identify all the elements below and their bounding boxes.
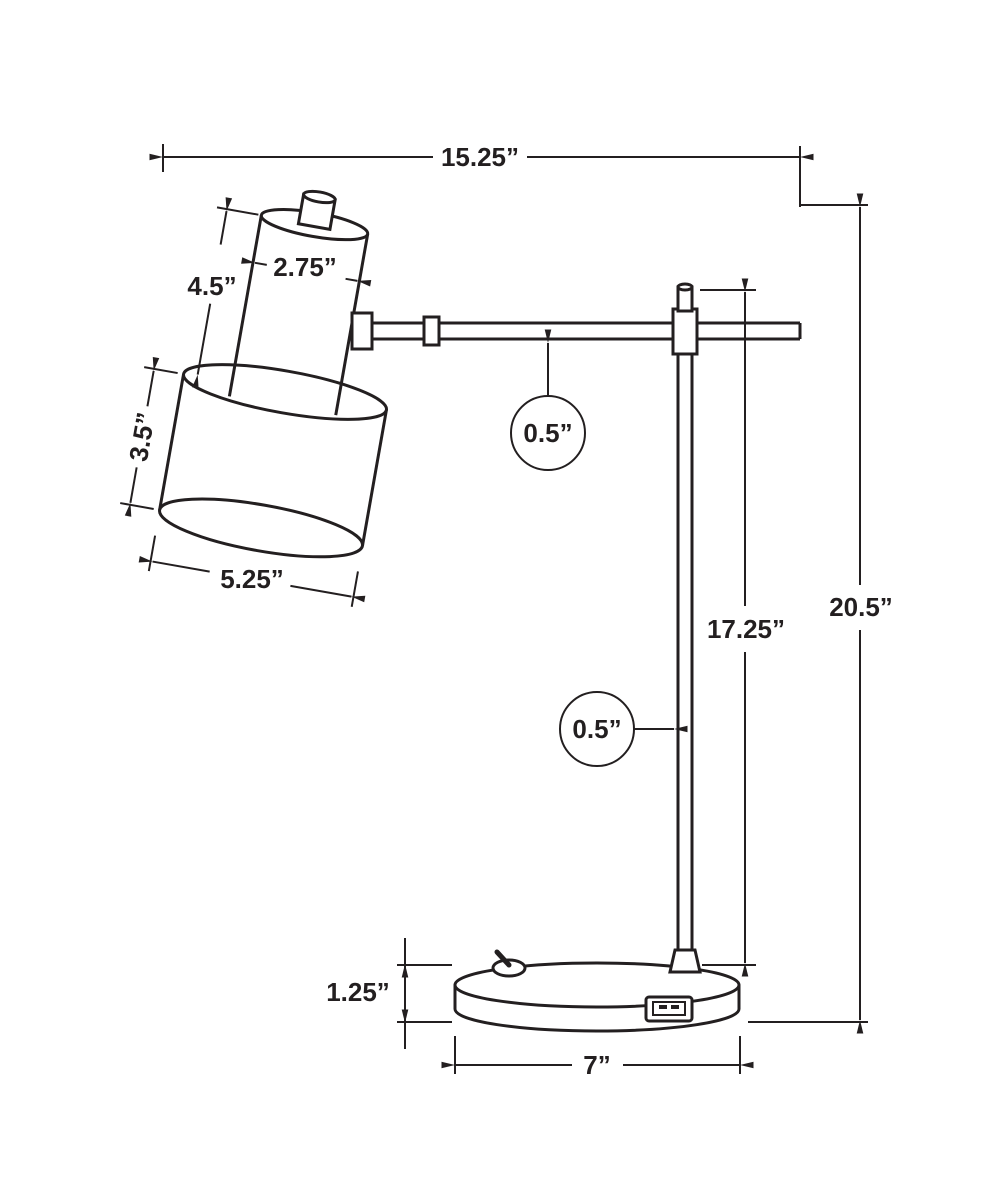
callout-pole-thickness — [559, 691, 688, 767]
lamp-head — [158, 189, 389, 559]
callout-circle — [510, 395, 586, 471]
ext-line — [120, 502, 154, 510]
ext-line — [350, 571, 359, 608]
usb-pin-right — [671, 1005, 679, 1009]
callout-arm-thickness — [510, 329, 586, 471]
usb-socket — [652, 1001, 686, 1016]
lamp-pole — [668, 282, 702, 974]
dim-base-height — [397, 938, 452, 1049]
base-bottom-arc — [453, 1008, 741, 1033]
dim-line — [219, 197, 233, 245]
dim-line — [146, 357, 160, 407]
dim-label-arm-diameter: 0.5” — [523, 418, 572, 448]
usb-port — [644, 995, 694, 1023]
dim-label-base-diameter: 7” — [583, 1050, 610, 1080]
dim-label-pole-height: 17.25” — [707, 614, 785, 644]
dim-shade-height: 3.5” — [120, 357, 178, 517]
shade-top-rim — [181, 363, 389, 421]
dim-line — [124, 467, 138, 517]
power-switch — [491, 949, 527, 978]
dim-line — [345, 277, 372, 287]
pole-shaft — [676, 350, 694, 966]
ext-line — [147, 535, 157, 572]
dim-overall-height — [748, 193, 868, 1034]
ext-line — [216, 206, 259, 216]
dim-label-head-diameter: 2.75” — [273, 252, 337, 282]
usb-pin-left — [659, 1005, 667, 1009]
arm-hinge — [350, 311, 374, 351]
dim-pole-height — [700, 278, 756, 977]
dim-head-diameter — [241, 257, 372, 287]
dim-shade-diameter — [138, 535, 366, 608]
dim-label-overall-width: 15.25” — [441, 142, 519, 172]
dim-label-pole-diameter: 0.5” — [572, 714, 621, 744]
dimension-labels: 15.25” 4.5” 2.75” 5.25” 0.5” 0.5” 17.25”… — [187, 142, 892, 1080]
tilted-dimensions: 3.5” — [120, 197, 372, 608]
dim-head-height — [192, 197, 259, 389]
dimensions: 3.5” — [120, 144, 868, 1074]
pole-base-collar — [668, 948, 702, 974]
lamp-base — [453, 949, 741, 1033]
arm-sleeve — [422, 315, 441, 347]
ext-line — [143, 366, 178, 375]
dim-label-head-height: 4.5” — [187, 271, 236, 301]
pole-collar — [671, 307, 699, 356]
dim-label-overall-height: 20.5” — [829, 592, 893, 622]
dim-line — [290, 584, 366, 603]
head-wall-left — [227, 214, 263, 397]
dim-overall-width — [149, 144, 814, 207]
dim-label-shade-height: 3.5” — [123, 410, 161, 464]
lamp-drawing — [158, 189, 802, 1033]
dim-line — [192, 303, 212, 389]
head-knob-cap — [302, 189, 337, 205]
lamp-arm — [350, 311, 802, 351]
shade-wall-left — [158, 373, 186, 511]
dim-line — [138, 555, 210, 573]
dim-label-shade-diameter: 5.25” — [220, 564, 284, 594]
pole-cap-top — [676, 282, 694, 292]
callout-circle — [559, 691, 635, 767]
dim-label-base-height: 1.25” — [326, 977, 390, 1007]
shade-wall-right — [360, 409, 388, 547]
dim-base-diameter — [441, 1036, 754, 1074]
switch-base — [491, 958, 527, 978]
shade-bottom-rim — [158, 497, 365, 559]
switch-lever — [494, 949, 512, 968]
dim-line — [241, 257, 267, 266]
